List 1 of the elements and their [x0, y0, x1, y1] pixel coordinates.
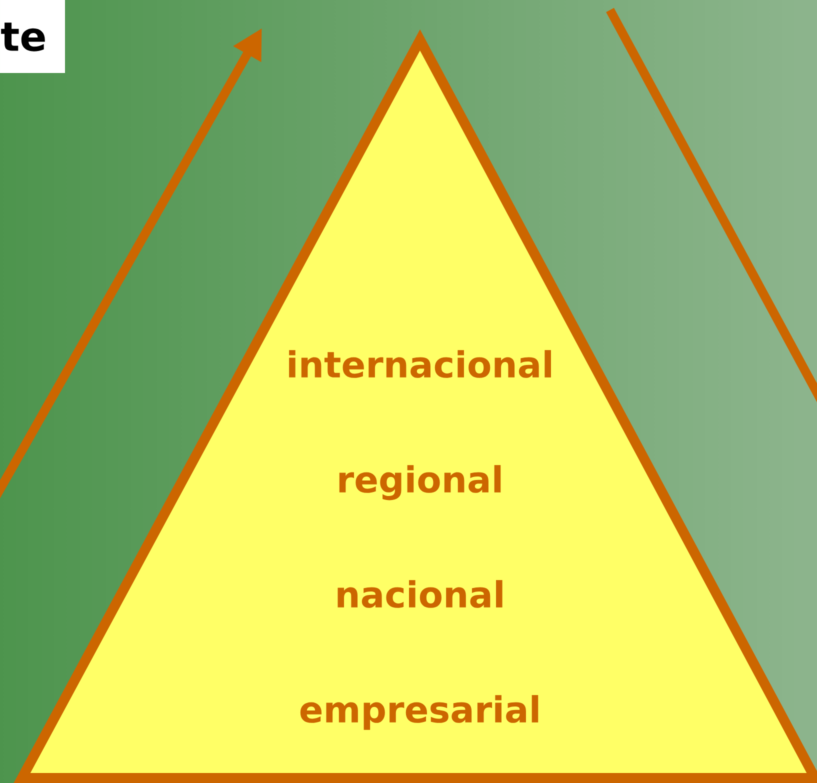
- heading-box: te: [0, 0, 65, 73]
